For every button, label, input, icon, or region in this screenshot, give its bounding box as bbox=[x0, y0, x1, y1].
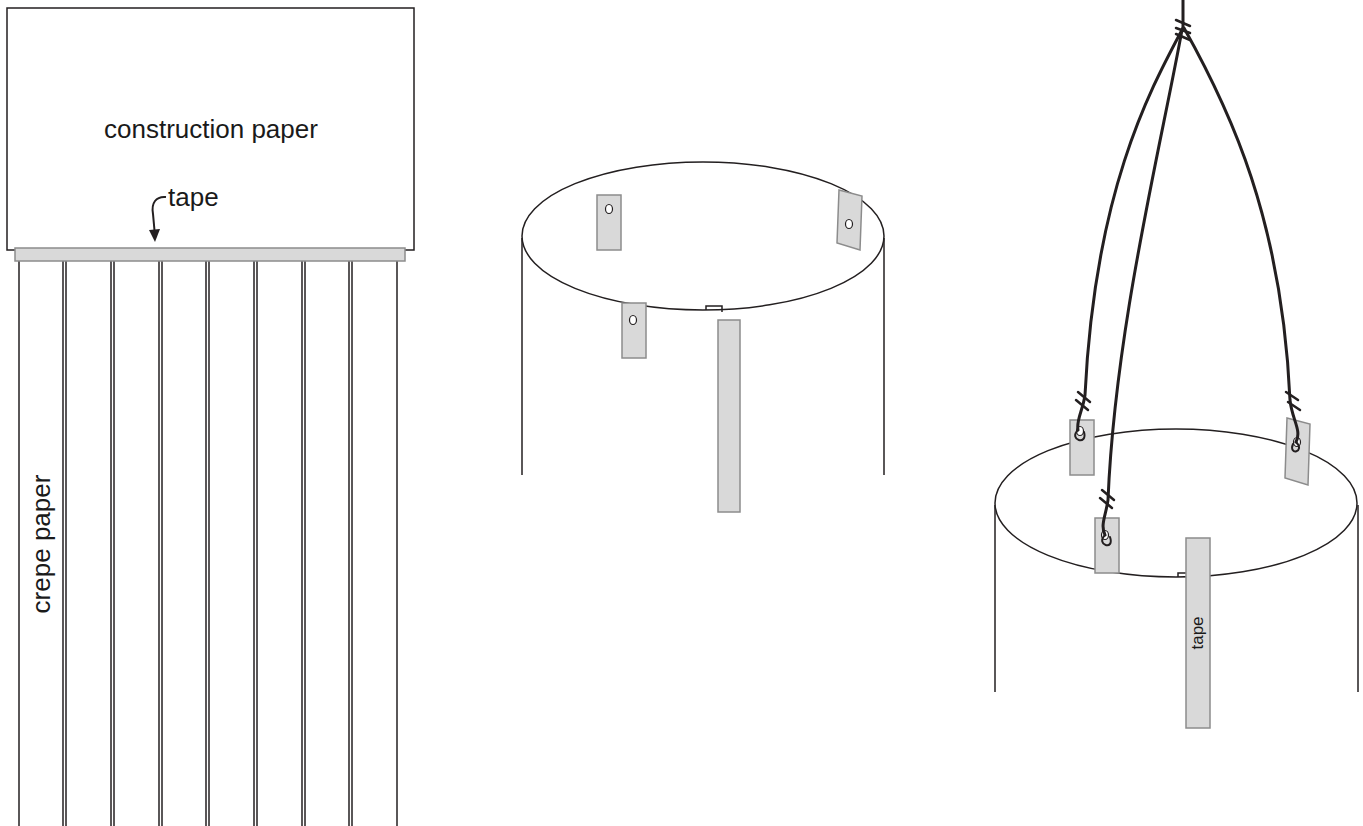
hanging-tab bbox=[597, 195, 621, 250]
vertical-label: crepe paper bbox=[26, 474, 57, 613]
punched-hole bbox=[630, 316, 637, 325]
string-loop bbox=[1292, 442, 1299, 451]
crepe-paper-strip: crepe paper bbox=[19, 261, 63, 826]
hanging-string bbox=[1184, 28, 1298, 442]
tape-strip bbox=[15, 248, 405, 261]
vertical-label: tape bbox=[1188, 616, 1208, 649]
strip-edge bbox=[65, 261, 67, 826]
string-knot bbox=[1176, 20, 1190, 40]
part-label: tape bbox=[168, 182, 219, 213]
string-knot bbox=[1076, 392, 1090, 410]
tape-strip bbox=[1186, 538, 1210, 728]
hanging-tab bbox=[837, 190, 862, 250]
arrow-head bbox=[149, 229, 160, 242]
strip-edge bbox=[348, 261, 350, 826]
strip-edge bbox=[161, 261, 163, 826]
strip-edge bbox=[113, 261, 115, 826]
strip-edge bbox=[208, 261, 210, 826]
strip-edge bbox=[110, 261, 112, 826]
hanging-string bbox=[1182, 0, 1185, 30]
tape-strip bbox=[718, 320, 740, 512]
cylinder-side bbox=[994, 505, 996, 692]
cylinder-side bbox=[521, 238, 523, 475]
hanging-tab bbox=[1070, 420, 1094, 475]
string-loop bbox=[1075, 430, 1084, 440]
strip-edge bbox=[304, 261, 306, 826]
strip-edge bbox=[18, 261, 20, 826]
strip-edge bbox=[396, 261, 398, 826]
cylinder-rim bbox=[522, 162, 884, 310]
construction-paper-sheet bbox=[7, 8, 414, 250]
string-loop bbox=[1102, 535, 1111, 545]
strip-edge bbox=[256, 261, 258, 826]
strip-edge bbox=[301, 261, 303, 826]
punched-hole bbox=[846, 220, 853, 229]
crepe-paper-strips bbox=[19, 261, 397, 826]
string-knot bbox=[1100, 490, 1114, 508]
part-label: construction paper bbox=[104, 114, 318, 145]
cylinder-side bbox=[1357, 505, 1359, 692]
hanging-string bbox=[1078, 28, 1183, 430]
strip-edge bbox=[253, 261, 255, 826]
string-knot bbox=[1286, 392, 1300, 410]
strip-edge bbox=[351, 261, 353, 826]
strip-edge bbox=[158, 261, 160, 826]
strip-edge bbox=[62, 261, 64, 826]
strip-edge bbox=[205, 261, 207, 826]
cylinder-side bbox=[883, 238, 885, 475]
seam bbox=[706, 306, 722, 312]
hanging-string bbox=[1103, 30, 1182, 535]
tape-strip: tape bbox=[1186, 538, 1210, 728]
hanging-tab bbox=[1095, 518, 1119, 573]
punched-hole bbox=[606, 205, 613, 214]
construction-paper-sheet: construction paper bbox=[7, 8, 414, 250]
hanging-tab bbox=[622, 303, 646, 358]
